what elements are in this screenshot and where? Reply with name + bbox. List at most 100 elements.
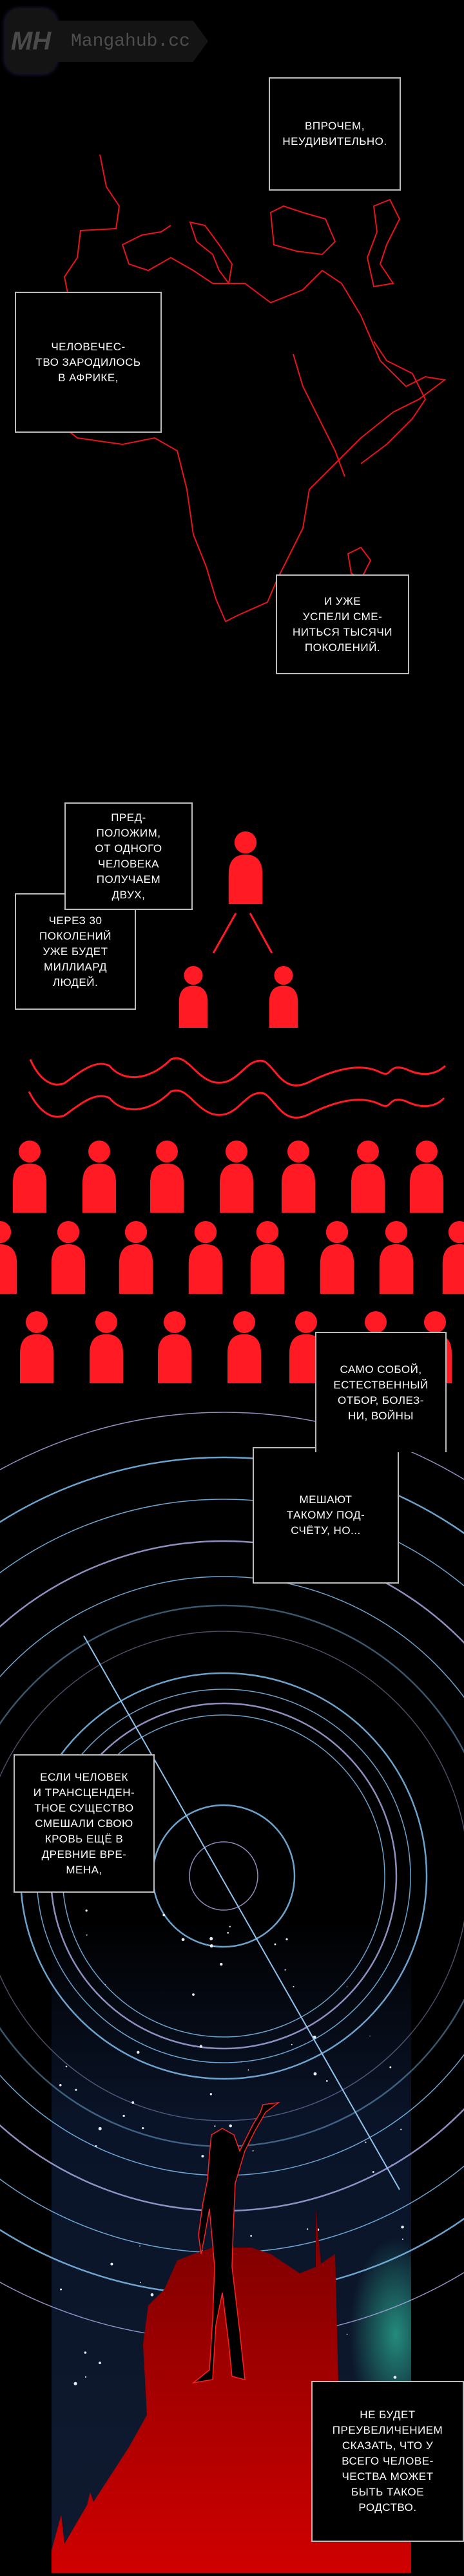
person-figure-icon	[410, 1141, 443, 1213]
star	[274, 1943, 276, 1946]
diagonal-line	[83, 1635, 400, 2190]
caption-box: Мешают такому под- счёту, но...	[253, 1447, 399, 1584]
star	[250, 2235, 253, 2237]
star	[326, 2080, 328, 2082]
star	[214, 2125, 216, 2127]
star	[110, 2262, 113, 2266]
caption-text: Само собой, естественный отбор, болез- н…	[333, 1363, 429, 1422]
star	[284, 1969, 286, 1971]
caption-box: Человечес- тво зародилось в Африке,	[15, 292, 162, 433]
star	[247, 2069, 249, 2071]
caption-text: Впрочем, неудивительно.	[282, 120, 387, 147]
star	[99, 2362, 101, 2365]
person-figure-icon	[13, 1141, 46, 1213]
star	[192, 1993, 195, 1996]
person-figure-icon	[379, 1221, 414, 1294]
person-figure-icon	[0, 1221, 17, 1294]
star	[229, 1926, 231, 1927]
star	[73, 2382, 77, 2385]
person-figure-icon	[289, 1311, 323, 1383]
star	[122, 2114, 125, 2117]
wavy-line	[29, 1057, 447, 1086]
star	[209, 1937, 213, 1940]
star	[209, 2093, 213, 2096]
star	[229, 2124, 232, 2128]
wavy-line	[28, 1089, 445, 1119]
star	[75, 2088, 77, 2091]
orbit-ring	[189, 1841, 258, 1911]
caption-text: Если человек и трансценден- тное существ…	[33, 1770, 135, 1876]
person-figure-icon	[351, 1141, 385, 1213]
caption-box: Само собой, естественный отбор, болез- н…	[315, 1332, 447, 1452]
caption-box: Если человек и трансценден- тное существ…	[14, 1754, 155, 1893]
star	[313, 2072, 317, 2076]
person-figure-icon	[150, 1141, 184, 1213]
star	[307, 2228, 309, 2230]
person-figure-icon	[158, 1311, 191, 1383]
star	[86, 1934, 88, 1936]
star	[252, 2150, 254, 2152]
person-figure-icon	[90, 1311, 123, 1383]
person-figure-icon	[269, 966, 298, 1028]
star	[389, 2066, 392, 2069]
caption-text: Через 30 поколений уже будет миллиард лю…	[39, 914, 111, 989]
person-figure-icon	[320, 1221, 354, 1294]
star	[346, 2333, 348, 2335]
caption-box: Пред- положим, от одного человека получа…	[64, 802, 193, 910]
star	[59, 2084, 62, 2087]
star	[220, 1962, 223, 1966]
person-silhouette	[191, 2101, 280, 2384]
star	[105, 1984, 106, 1985]
star	[85, 1909, 88, 1912]
branch-line	[249, 913, 273, 954]
caption-box: Впрочем, неудивительно.	[269, 77, 401, 191]
star	[98, 2126, 102, 2130]
star	[393, 2376, 397, 2379]
star	[60, 2288, 63, 2291]
person-figure-icon	[227, 1311, 261, 1383]
caption-text: Пред- положим, от одного человека получа…	[95, 811, 162, 901]
star	[162, 1913, 165, 1917]
person-figure-icon	[282, 1141, 315, 1213]
star	[391, 2164, 392, 2166]
star	[227, 1931, 229, 1934]
star	[139, 2282, 141, 2284]
star	[95, 2145, 97, 2147]
person-figure-icon	[250, 1221, 285, 1294]
star	[137, 2050, 140, 2054]
star	[84, 2376, 87, 2378]
star	[209, 1944, 213, 1948]
star	[181, 1938, 185, 1942]
person-figure-icon	[188, 1221, 223, 1294]
orbit-ring	[0, 1631, 464, 2121]
star	[150, 2293, 154, 2297]
caption-text: Мешают такому под- счёту, но...	[286, 1493, 365, 1537]
person-figure-icon	[442, 1221, 464, 1294]
star	[131, 2101, 135, 2104]
star	[241, 2061, 242, 2063]
caption-text: Человечес- тво зародилось в Африке,	[35, 340, 141, 384]
watermark: MH Mangahub.cc	[5, 9, 218, 73]
star	[142, 2126, 144, 2130]
caption-text: Не будет преувеличением сказать, что у в…	[332, 2409, 443, 2514]
person-figure-icon	[51, 1221, 86, 1294]
star	[201, 2155, 204, 2158]
person-figure-icon	[119, 1221, 153, 1294]
star	[84, 2351, 87, 2354]
star	[372, 2171, 374, 2173]
star	[199, 2045, 203, 2048]
star	[139, 2245, 140, 2247]
person-figure-icon	[20, 1311, 53, 1383]
person-figure-icon	[179, 966, 208, 1028]
person-figure-icon	[228, 831, 263, 904]
star	[293, 1985, 295, 1987]
caption-box: И уже успели сме- ниться тысячи поколени…	[276, 574, 409, 674]
star	[285, 1938, 288, 1940]
star	[400, 2128, 402, 2130]
star	[401, 2239, 403, 2240]
star	[291, 2043, 293, 2045]
caption-box: Не будет преувеличением сказать, что у в…	[311, 2381, 464, 2542]
branch-line	[212, 913, 237, 954]
mangahub-logo-icon: MH	[5, 9, 57, 73]
